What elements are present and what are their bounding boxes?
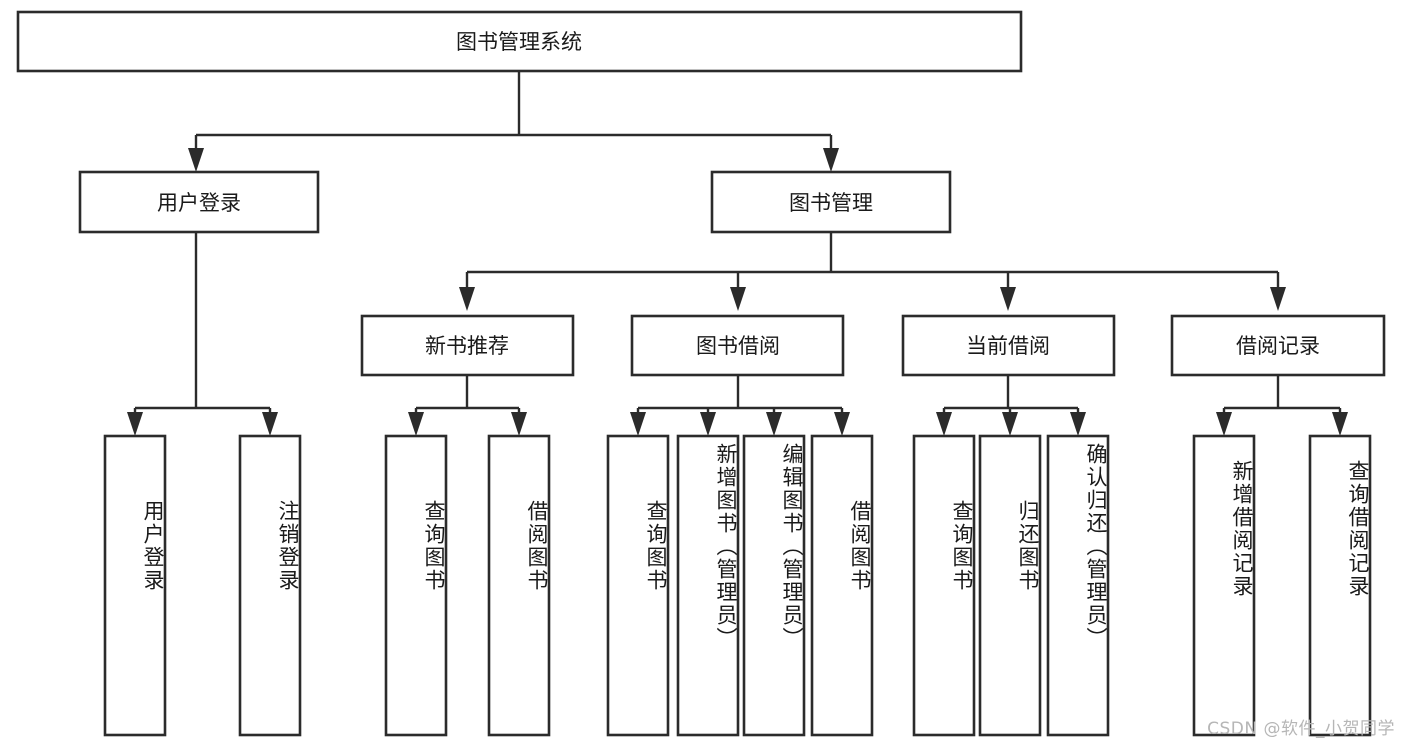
node-book-manage-box[interactable] — [710, 170, 952, 234]
node-leaf-edit-book-box[interactable] — [742, 434, 806, 737]
arrow-head-book-borrow — [730, 287, 746, 311]
arrow-head-leaf-add-record — [1216, 412, 1232, 436]
arrow-head-leaf-query-record — [1332, 412, 1348, 436]
node-leaf-borrow-book-a-box[interactable] — [487, 434, 551, 737]
node-leaf-logout-box[interactable] — [238, 434, 302, 737]
node-borrow-record-box[interactable] — [1170, 314, 1386, 377]
node-book-borrow-label: 图书借阅 — [696, 334, 780, 358]
node-borrow-record-label: 借阅记录 — [1236, 334, 1320, 358]
node-book-manage[interactable]: 图书管理 — [710, 170, 952, 234]
connector-layer — [127, 71, 1348, 436]
node-current-borrow-label: 当前借阅 — [966, 334, 1050, 358]
arrow-head-leaf-user-login — [127, 412, 143, 436]
node-user-login-box[interactable] — [78, 170, 320, 234]
node-book-manage-label: 图书管理 — [789, 191, 873, 215]
node-leaf-borrow-book-b-box[interactable] — [810, 434, 874, 737]
node-current-borrow[interactable]: 当前借阅 — [901, 314, 1116, 377]
node-leaf-add-record-box[interactable] — [1192, 434, 1256, 737]
arrow-head-new-book-rec — [459, 287, 475, 311]
node-leaf-add-book-box[interactable] — [676, 434, 740, 737]
arrow-head-leaf-query-book-c — [936, 412, 952, 436]
node-leaf-user-login-box[interactable] — [103, 434, 167, 737]
node-new-book-rec[interactable]: 新书推荐 — [360, 314, 575, 377]
node-new-book-rec-box[interactable] — [360, 314, 575, 377]
arrow-head-leaf-query-book-a — [408, 412, 424, 436]
node-book-borrow[interactable]: 图书借阅 — [630, 314, 845, 377]
arrow-head-leaf-query-book-b — [630, 412, 646, 436]
node-leaf-query-book-a-box[interactable] — [384, 434, 448, 737]
node-borrow-record[interactable]: 借阅记录 — [1170, 314, 1386, 377]
node-leaf-query-book-b-box[interactable] — [606, 434, 670, 737]
arrow-head-book-manage — [823, 148, 839, 172]
node-user-login-label: 用户登录 — [157, 191, 241, 215]
node-new-book-rec-label: 新书推荐 — [425, 334, 509, 358]
arrow-head-user-login — [188, 148, 204, 172]
arrow-head-leaf-confirm-return — [1070, 412, 1086, 436]
node-leaf-query-book-c-box[interactable] — [912, 434, 976, 737]
node-leaf-confirm-return-box[interactable] — [1046, 434, 1110, 737]
node-root[interactable]: 图书管理系统 — [16, 10, 1023, 73]
arrow-head-leaf-logout — [262, 412, 278, 436]
node-root-label: 图书管理系统 — [456, 30, 582, 54]
node-leaf-return-book-box[interactable] — [978, 434, 1042, 737]
node-leaf-query-record-box[interactable] — [1308, 434, 1372, 737]
node-root-box[interactable] — [16, 10, 1023, 73]
arrow-head-leaf-add-book — [700, 412, 716, 436]
node-user-login[interactable]: 用户登录 — [78, 170, 320, 234]
node-book-borrow-box[interactable] — [630, 314, 845, 377]
csdn-watermark: CSDN @软件_小贺同学 — [1207, 719, 1395, 739]
leaf-box-layer — [103, 434, 1372, 737]
arrow-head-leaf-borrow-book-b — [834, 412, 850, 436]
arrow-head-current-borrow — [1000, 287, 1016, 311]
arrow-head-leaf-return-book — [1002, 412, 1018, 436]
arrow-head-leaf-borrow-book-a — [511, 412, 527, 436]
node-current-borrow-box[interactable] — [901, 314, 1116, 377]
arrow-head-leaf-edit-book — [766, 412, 782, 436]
arrow-head-borrow-record — [1270, 287, 1286, 311]
